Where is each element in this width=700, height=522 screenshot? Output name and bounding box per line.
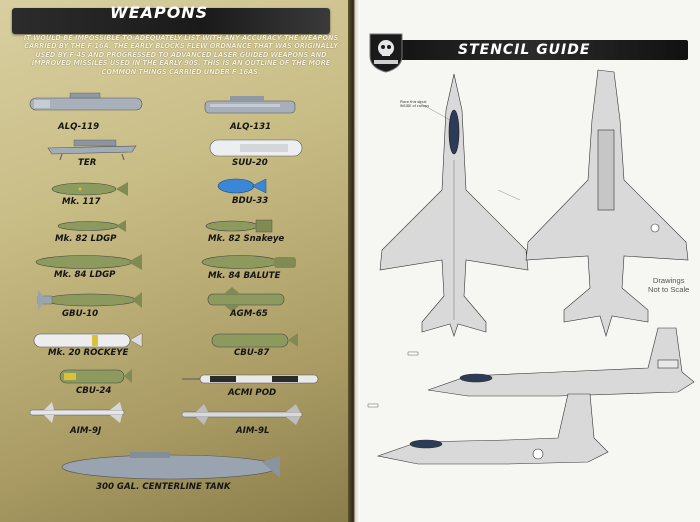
weapon-label-mk117: Mk. 117 <box>62 197 101 207</box>
f16-side-view-lower <box>376 393 609 465</box>
f16-top-view <box>379 73 529 337</box>
weapon-label-cbu-87: CBU-87 <box>234 348 270 358</box>
mk82-ldgp-drawing <box>57 220 126 232</box>
weapons-title: WEAPONS <box>110 3 209 22</box>
weapon-label-mk84-ldgp: Mk. 84 LDGP <box>54 270 116 280</box>
weapon-label-bdu-33: BDU-33 <box>232 196 269 206</box>
centerline-tank-drawing <box>61 452 280 480</box>
cbu-87-drawing <box>211 333 298 348</box>
weapon-label-aim-9l: AIM-9L <box>236 426 270 436</box>
alq-119-drawing <box>29 92 143 111</box>
mk117-drawing <box>51 182 128 196</box>
note-line-2: Not to Scale <box>648 285 690 294</box>
alq-131-drawing <box>204 96 296 114</box>
mk84-balute-drawing <box>201 255 296 269</box>
aim-9j-drawing <box>29 402 125 423</box>
weapon-label-mk82-snakeye: Mk. 82 Snakeye <box>208 234 285 244</box>
note-line-1: Drawings <box>652 276 685 285</box>
weapon-label-alq-131: ALQ-131 <box>230 122 272 132</box>
weapon-label-agm-65: AGM-65 <box>230 309 268 319</box>
skull-badge-icon <box>369 33 403 73</box>
f16-bottom-view <box>525 69 689 338</box>
stencil-title: STENCIL GUIDE <box>458 42 591 58</box>
weapon-label-mk84-balute: Mk. 84 BALUTE <box>208 271 281 281</box>
canopy-decal-callout: Place this decal INSIDE of canopy <box>400 100 430 108</box>
weapons-title-banner <box>12 8 330 34</box>
suu-20-drawing <box>209 139 303 157</box>
weapon-label-aim-9j: AIM-9J <box>70 426 102 436</box>
bdu-33-drawing <box>217 178 267 194</box>
stencil-title-banner <box>378 40 688 60</box>
weapon-label-gbu-10: GBU-10 <box>62 309 99 319</box>
weapons-illustrations <box>29 92 319 480</box>
weapon-label-mk82-ldgp: Mk. 82 LDGP <box>55 234 117 244</box>
aim-9l-drawing <box>181 404 303 425</box>
f16-stencil-drawings <box>367 69 695 465</box>
agm-65-drawing <box>207 287 285 312</box>
gbu-10-drawing <box>37 290 142 310</box>
weapon-label-suu-20: SUU-20 <box>232 158 268 168</box>
ter-drawing <box>47 139 137 161</box>
acmi-pod-drawing <box>182 374 319 384</box>
weapon-label-mk20-rockeye: Mk. 20 ROCKEYE <box>48 348 129 358</box>
weapon-label-cbu-24: CBU-24 <box>76 386 112 396</box>
mk82-snakeye-drawing <box>205 219 273 233</box>
book-gutter <box>348 0 360 522</box>
weapon-label-acmi-pod: ACMI POD <box>228 388 277 398</box>
weapon-label-centerline-tank: 300 GAL. CENTERLINE TANK <box>96 482 231 492</box>
weapons-intro-text: It would be impossible to adequately lis… <box>23 34 339 76</box>
f16-side-view-upper <box>427 327 695 397</box>
drawings-scale-note: Drawings Not to Scale <box>648 276 689 294</box>
weapon-label-ter: TER <box>78 158 97 168</box>
cbu-24-drawing <box>59 369 132 384</box>
mk20-rockeye-drawing <box>33 332 143 348</box>
weapon-label-alq-119: ALQ-119 <box>58 122 100 132</box>
mk84-ldgp-drawing <box>35 254 142 270</box>
